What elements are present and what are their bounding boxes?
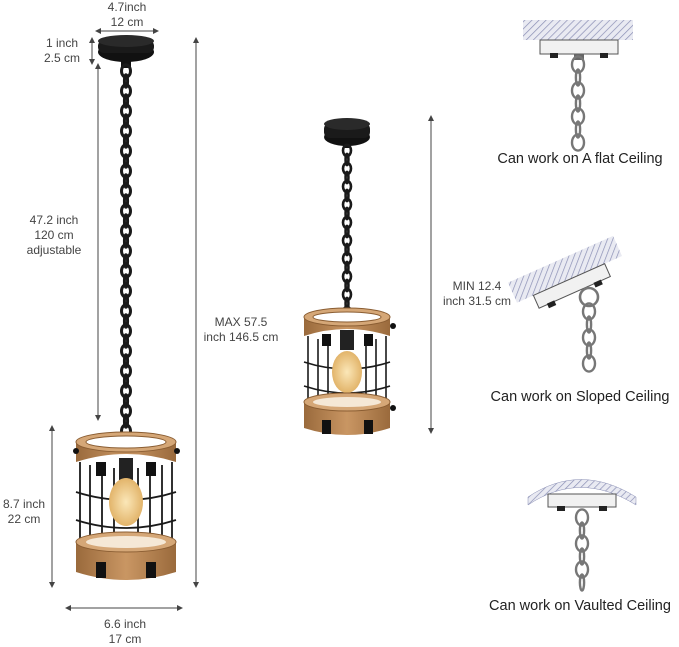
shade-height-imperial: 8.7 inch bbox=[2, 497, 46, 511]
canopy-height-metric: 2.5 cm bbox=[43, 51, 80, 65]
chain-link bbox=[574, 94, 582, 113]
chain-link bbox=[122, 93, 130, 109]
chain-link bbox=[585, 341, 593, 360]
chain-link bbox=[570, 133, 586, 152]
shade-width-label: 6.6 inch 17 cm bbox=[92, 617, 158, 647]
chain-link bbox=[574, 534, 590, 553]
chain-length-note: adjustable bbox=[26, 243, 82, 257]
chain-link bbox=[344, 206, 350, 221]
canopy-width-label: 4.7inch 12 cm bbox=[98, 0, 156, 30]
chain-length-imperial: 47.2 inch bbox=[29, 213, 79, 227]
chain-link bbox=[574, 120, 582, 139]
chain-link bbox=[122, 113, 130, 129]
chain-link bbox=[122, 333, 130, 349]
max-height-label: MAX 57.5 inch 146.5 cm bbox=[199, 315, 283, 345]
chain-length-metric: 120 cm bbox=[34, 228, 74, 242]
shade-height-label: 8.7 inch 22 cm bbox=[0, 497, 48, 527]
flat-ceiling-caption: Can work on A flat Ceiling bbox=[497, 151, 663, 167]
chain-link bbox=[344, 242, 350, 257]
chain-link bbox=[122, 213, 130, 229]
chain-link bbox=[344, 278, 350, 293]
chain-link bbox=[122, 233, 130, 249]
chain-link bbox=[122, 273, 130, 289]
pendant-lamp-min bbox=[303, 118, 396, 435]
chain-link bbox=[344, 188, 350, 203]
canopy-width-metric: 12 cm bbox=[110, 15, 144, 29]
chain-link bbox=[122, 73, 130, 89]
chain-link bbox=[344, 170, 350, 185]
chain-link bbox=[344, 152, 350, 167]
canopy-height-label: 1 inch 2.5 cm bbox=[36, 36, 88, 66]
chain-link bbox=[122, 413, 130, 429]
chain-link bbox=[122, 393, 130, 409]
min-height-imperial: MIN 12.4 bbox=[452, 279, 502, 293]
chain-link bbox=[570, 81, 586, 100]
sloped-ceiling-chain bbox=[578, 286, 600, 373]
vaulted-ceiling-mount bbox=[527, 479, 637, 592]
chain-link bbox=[344, 260, 350, 275]
chain-length-label: 47.2 inch 120 cm adjustable bbox=[18, 213, 90, 258]
chain-link bbox=[581, 328, 597, 347]
chain-link bbox=[585, 315, 593, 334]
chain-link bbox=[122, 253, 130, 269]
shade-width-metric: 17 cm bbox=[108, 632, 142, 646]
chain-link bbox=[581, 302, 597, 321]
chain-link bbox=[122, 173, 130, 189]
flat-ceiling-mount bbox=[523, 20, 633, 152]
chain-link bbox=[578, 547, 586, 566]
chain-link bbox=[574, 508, 590, 527]
chain-link bbox=[574, 560, 590, 579]
chain-link bbox=[122, 153, 130, 169]
sloped-ceiling-caption: Can work on Sloped Ceiling bbox=[490, 389, 670, 405]
max-height-metric: inch 146.5 cm bbox=[203, 330, 279, 344]
chain-link bbox=[344, 224, 350, 239]
shade-height-metric: 22 cm bbox=[7, 512, 41, 526]
min-height-metric: inch 31.5 cm bbox=[442, 294, 512, 308]
max-height-imperial: MAX 57.5 bbox=[214, 315, 268, 329]
canopy-height-imperial: 1 inch bbox=[45, 36, 79, 50]
chain-link bbox=[570, 107, 586, 126]
chain-link bbox=[122, 193, 130, 209]
chain-link bbox=[578, 521, 586, 540]
chain-link bbox=[122, 133, 130, 149]
sloped-ceiling-mount bbox=[508, 235, 623, 309]
chain-link bbox=[578, 573, 586, 592]
chain-link bbox=[574, 68, 582, 87]
chain-link bbox=[122, 313, 130, 329]
vaulted-ceiling-caption: Can work on Vaulted Ceiling bbox=[489, 598, 671, 614]
dimension-lines bbox=[49, 28, 434, 611]
chain-link bbox=[122, 293, 130, 309]
chain-link bbox=[122, 353, 130, 369]
min-height-label: MIN 12.4 inch 31.5 cm bbox=[436, 279, 518, 309]
chain-link bbox=[581, 354, 597, 373]
pendant-lamp-large bbox=[73, 35, 180, 580]
canopy-width-imperial: 4.7inch bbox=[107, 0, 147, 14]
shade-width-imperial: 6.6 inch bbox=[103, 617, 147, 631]
chain-link bbox=[122, 373, 130, 389]
chain-link bbox=[570, 55, 586, 74]
